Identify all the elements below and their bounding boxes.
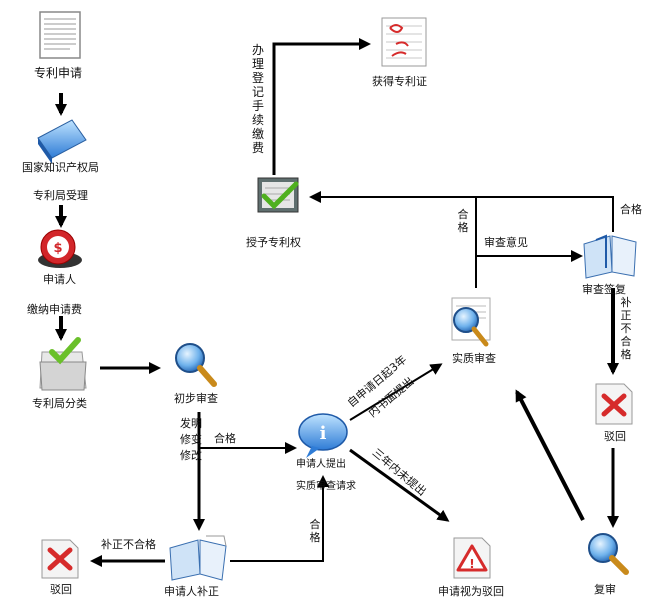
- edge-invention-modify-wrap: 发明修变修改: [178, 416, 204, 516]
- node-reexamination: 复审: [594, 583, 616, 596]
- grant-check-icon: [257, 177, 299, 213]
- folder-check-icon: [39, 337, 87, 391]
- substantive-magnifier-icon: [451, 297, 491, 347]
- edges: [55, 38, 619, 567]
- node-substantive-request-1: 申请人提出: [296, 459, 346, 470]
- node-applicant: 申请人: [43, 273, 76, 286]
- svg-text:i: i: [320, 423, 327, 444]
- open-book-icon: [169, 535, 227, 581]
- arrow-correction-to-request: [230, 475, 329, 562]
- node-grant-patent: 授予专利权: [246, 236, 301, 249]
- node-office-classify: 专利局分类: [32, 397, 87, 410]
- arrow-reply-to-grant: [476, 196, 614, 232]
- arrow-substantive-to-grant: [309, 191, 477, 288]
- money-icon: $: [38, 229, 82, 268]
- edge-register-fee: 办理登记手续缴费: [252, 43, 265, 155]
- node-patent-application: 专利申请: [34, 66, 83, 80]
- node-get-certificate: 获得专利证: [372, 75, 427, 88]
- arrow-reexam-to-substantive: [515, 389, 585, 521]
- magnifier-icon: [175, 343, 217, 387]
- edge-exam-opinion: 审查意见: [484, 236, 528, 249]
- edge-correction-failed: 补正不合格: [101, 538, 156, 551]
- edge-qualified-reply: 合格: [620, 203, 642, 216]
- node-applicant-correction: 申请人补正: [164, 585, 219, 598]
- node-preliminary-exam: 初步审查: [174, 392, 218, 405]
- svg-text:!: !: [469, 557, 474, 571]
- reject-x-icon: [41, 539, 79, 579]
- warning-icon: !: [453, 537, 491, 579]
- edge-qualified-correction: 合格: [309, 518, 321, 544]
- info-bubble-icon: i: [298, 413, 348, 458]
- edge-qualified-sub: 合格: [457, 208, 469, 234]
- node-pay-fee: 缴纳申请费: [27, 303, 82, 316]
- reexam-magnifier-icon: [588, 533, 629, 575]
- node-exam-reply: 审查签复: [582, 283, 626, 296]
- node-substantive-exam: 实质审查: [452, 352, 496, 365]
- arrow-request-to-substantive: [349, 363, 443, 421]
- arrow-grant-to-certificate: [272, 38, 371, 175]
- node-substantive-request-2: 实质审查请求: [296, 481, 356, 492]
- document-icon: [39, 11, 81, 59]
- node-reject-right: 驳回: [604, 430, 626, 443]
- reply-book-icon: [583, 234, 637, 279]
- edge-qualified-prelim: 合格: [214, 432, 236, 445]
- arrow-request-to-withdrawn: [349, 448, 450, 522]
- certificate-icon: [381, 17, 427, 67]
- node-office-accept: 专利局受理: [33, 189, 88, 202]
- reject-right-x-icon: [595, 383, 633, 425]
- building-book-icon: [37, 119, 87, 164]
- edge-invention-modify: 发明修变修改: [180, 417, 202, 462]
- edge-correction-failed-right: 补正不合格: [620, 296, 632, 361]
- node-reject-left: 驳回: [50, 583, 72, 596]
- node-deemed-withdrawn: 申请视为驳回: [438, 585, 504, 598]
- node-cnipa: 国家知识产权局: [22, 161, 99, 174]
- svg-text:$: $: [53, 241, 62, 256]
